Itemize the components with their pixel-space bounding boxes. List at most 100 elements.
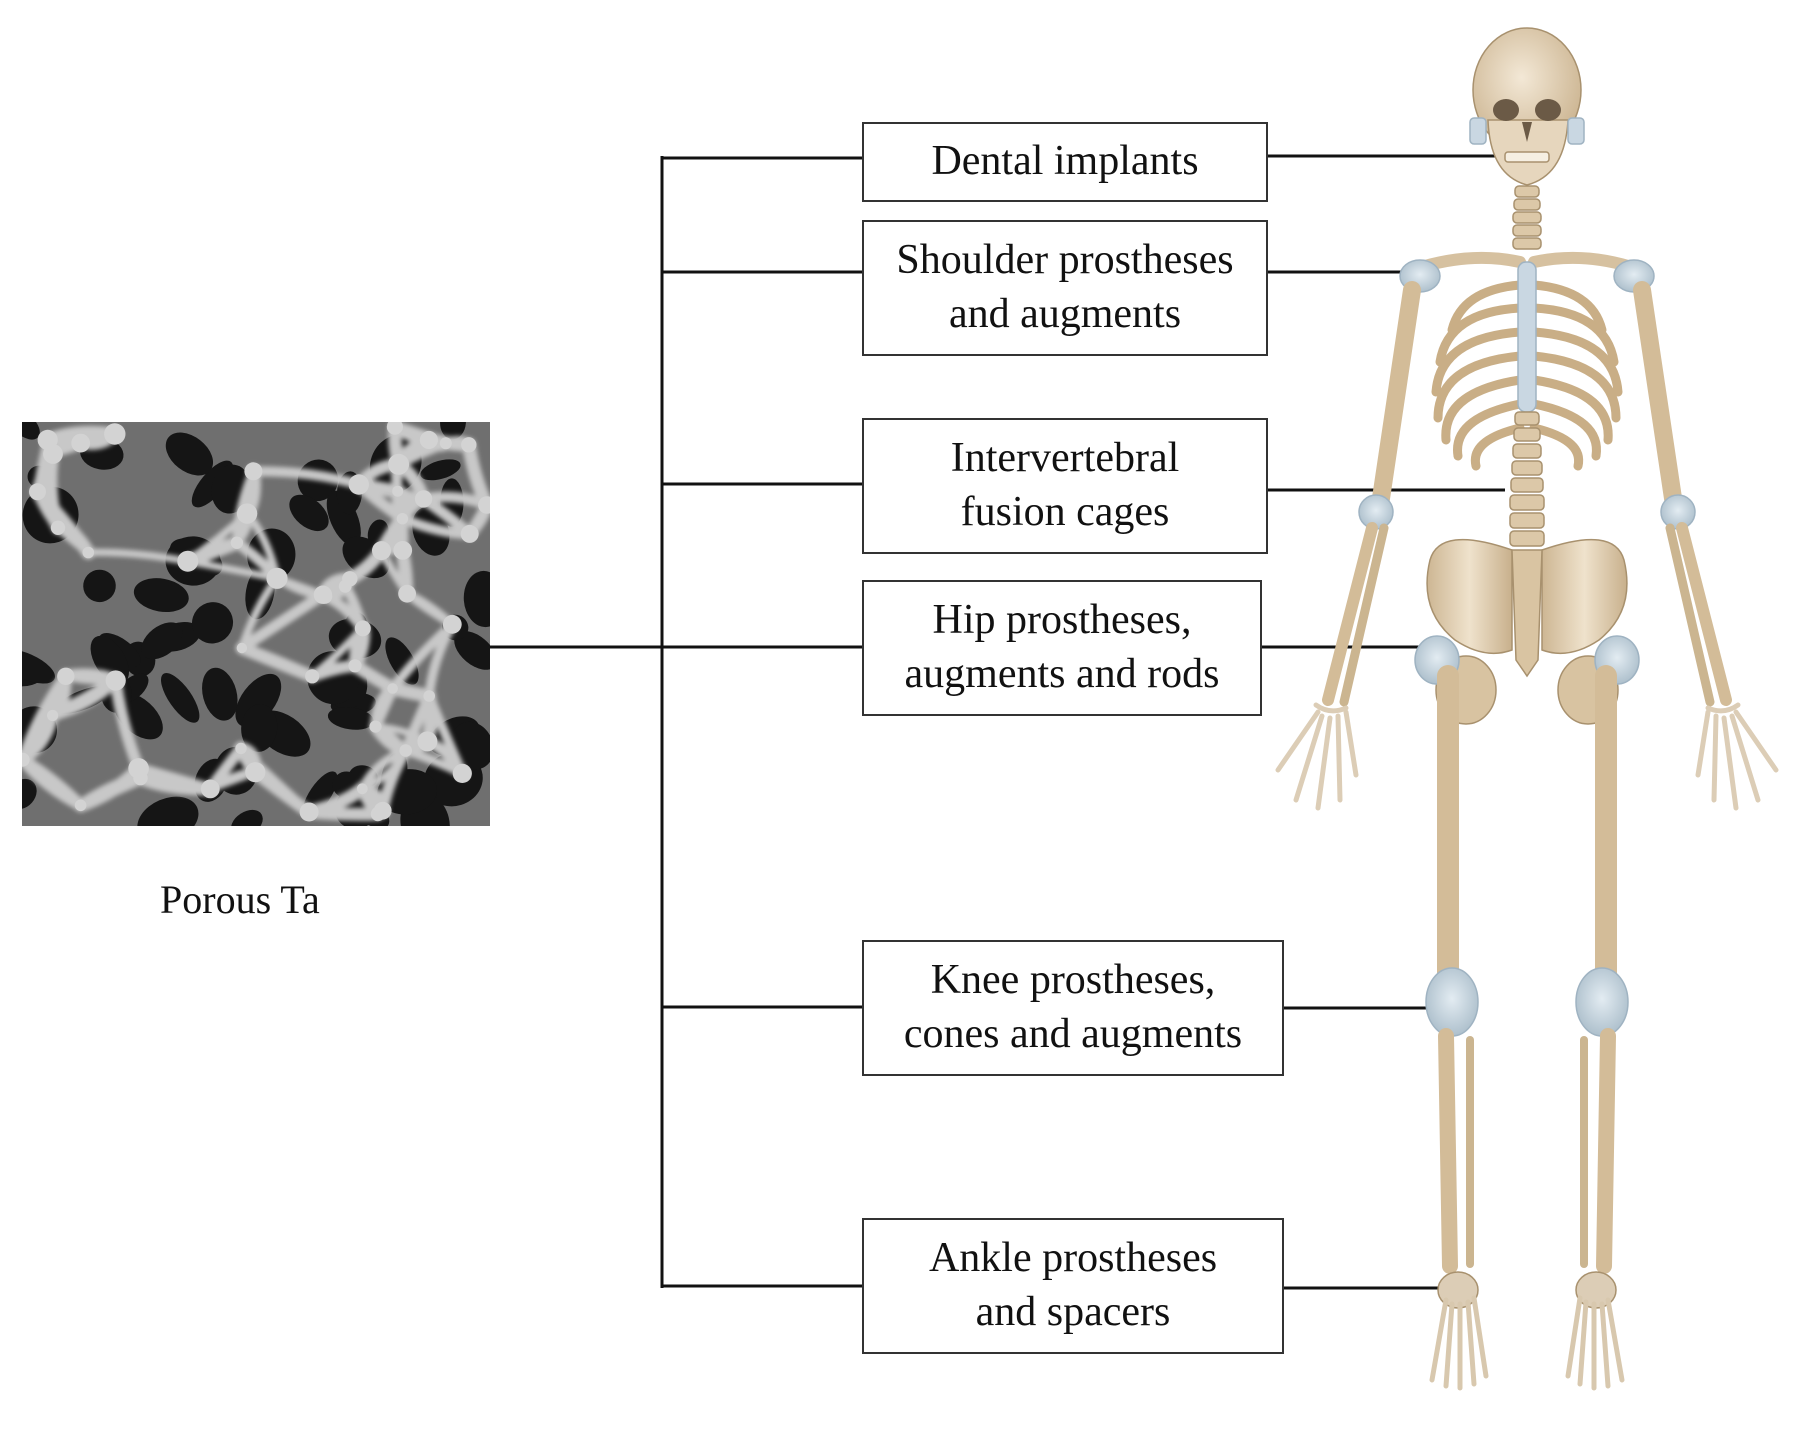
- micrograph-nodule: [348, 659, 362, 673]
- hip-label-line-1: Hip prostheses,: [932, 597, 1192, 644]
- micrograph-nodule: [104, 423, 126, 445]
- application-box-shoulder: Shoulder prostheses and augments: [862, 220, 1268, 356]
- micrograph-strut: [22, 669, 73, 767]
- micrograph-pore: [440, 422, 466, 440]
- micrograph-nodule: [370, 806, 386, 822]
- micrograph-nodule: [348, 474, 369, 495]
- micrograph-nodule: [82, 546, 95, 559]
- micrograph-nodule: [244, 462, 263, 481]
- micrograph-pore: [327, 707, 374, 730]
- micrograph-nodule: [266, 567, 288, 589]
- micrograph-nodule: [47, 709, 59, 722]
- cervical-spine: [1512, 185, 1542, 250]
- knee-label-line-2: cones and augments: [903, 1011, 1243, 1057]
- micrograph-strut: [248, 466, 364, 490]
- micrograph-nodule: [419, 430, 438, 450]
- hands: [1275, 702, 1779, 811]
- dental-label-line-1: Dental implants: [931, 138, 1199, 185]
- micrograph-nodule: [354, 620, 371, 637]
- shoulder-label-line-1: Shoulder prostheses: [896, 237, 1234, 284]
- micrograph-strut: [387, 619, 458, 694]
- micrograph-nodule: [305, 669, 320, 684]
- micrograph-nodule: [71, 433, 91, 453]
- micrograph-pore: [165, 432, 214, 476]
- micrograph-nodule: [245, 762, 266, 783]
- micrograph-pore: [191, 602, 234, 644]
- micrograph-nodule: [369, 720, 382, 733]
- micrograph-pore: [22, 649, 56, 684]
- spine-label-line-1: Intervertebral: [950, 435, 1180, 482]
- micrograph-nodule: [236, 503, 258, 524]
- arms: [1322, 281, 1732, 707]
- micrograph-nodule: [235, 742, 247, 755]
- micrograph-pore: [133, 578, 189, 613]
- micrograph-nodule: [388, 453, 410, 475]
- knee-right: [1575, 967, 1629, 1037]
- micrograph-pore: [161, 673, 200, 723]
- micrograph-nodule: [414, 490, 433, 508]
- micrograph-nodule: [313, 585, 333, 604]
- micrograph-nodule: [372, 541, 391, 561]
- skull: [1469, 27, 1585, 186]
- spine-label-line-2: fusion cages: [960, 489, 1170, 535]
- micrograph-pore: [22, 778, 37, 810]
- pelvis: [1414, 538, 1640, 725]
- micrograph-nodule: [342, 571, 358, 587]
- micrograph-pore: [83, 569, 116, 603]
- micrograph-nodule: [399, 744, 413, 757]
- micrograph-pore: [463, 570, 490, 628]
- knee-left: [1425, 967, 1479, 1037]
- application-box-ankle: Ankle prostheses and spacers: [862, 1218, 1284, 1354]
- micrograph-strut: [84, 548, 192, 565]
- micrograph-pore: [231, 809, 263, 826]
- feet: [1429, 1271, 1625, 1391]
- porous-ta-micrograph: [22, 422, 490, 826]
- micrograph-nodule: [200, 779, 220, 799]
- micrograph-pore: [22, 422, 40, 440]
- micrograph-pore: [202, 667, 238, 721]
- micrograph-nodule: [356, 783, 368, 795]
- micrograph-nodule: [133, 770, 148, 786]
- micrograph-nodule: [392, 485, 404, 497]
- micrograph-nodule: [478, 496, 490, 514]
- micrograph-pore: [420, 459, 461, 481]
- ankle-label-line-2: and spacers: [975, 1289, 1171, 1335]
- micrograph-nodule: [236, 642, 248, 654]
- micrograph-nodule: [439, 437, 452, 450]
- micrograph-nodule: [393, 541, 413, 560]
- micrograph-nodule: [105, 670, 126, 691]
- legs: [1425, 665, 1629, 1274]
- micrograph-pore: [141, 622, 183, 660]
- micrograph-pore: [137, 796, 199, 826]
- micrograph-strut: [302, 805, 385, 821]
- micrograph-nodule: [299, 802, 319, 822]
- material-caption: Porous Ta: [160, 877, 320, 922]
- micrograph-nodule: [230, 536, 244, 549]
- application-box-knee: Knee prostheses, cones and augments: [862, 940, 1284, 1076]
- micrograph-nodule: [386, 422, 403, 435]
- micrograph-nodule: [398, 584, 416, 603]
- knee-label-line-1: Knee prostheses,: [930, 957, 1216, 1004]
- micrograph-pore: [454, 631, 490, 670]
- application-box-dental: Dental implants: [862, 122, 1268, 202]
- micrograph-nodule: [460, 524, 479, 543]
- micrograph-nodule: [50, 520, 66, 535]
- micrograph-nodule: [461, 437, 477, 453]
- micrograph-nodule: [452, 763, 472, 784]
- application-box-hip: Hip prostheses, augments and rods: [862, 580, 1262, 716]
- sternum: [1517, 261, 1537, 413]
- human-skeleton: [1275, 27, 1779, 1391]
- micrograph-nodule: [57, 667, 75, 685]
- spinal-column: [1509, 411, 1545, 547]
- micrograph-nodule: [417, 731, 438, 752]
- hip-label-line-2: augments and rods: [904, 651, 1220, 697]
- shoulder-girdle: [1399, 251, 1655, 293]
- micrograph-nodule: [387, 683, 398, 694]
- rib-cage: [1431, 280, 1623, 471]
- micrograph-nodules: [22, 422, 490, 822]
- micrograph-pore: [326, 490, 361, 546]
- ankle-label-line-1: Ankle prostheses: [928, 1235, 1218, 1282]
- application-box-spine: Intervertebral fusion cages: [862, 418, 1268, 554]
- micrograph-nodule: [177, 550, 199, 572]
